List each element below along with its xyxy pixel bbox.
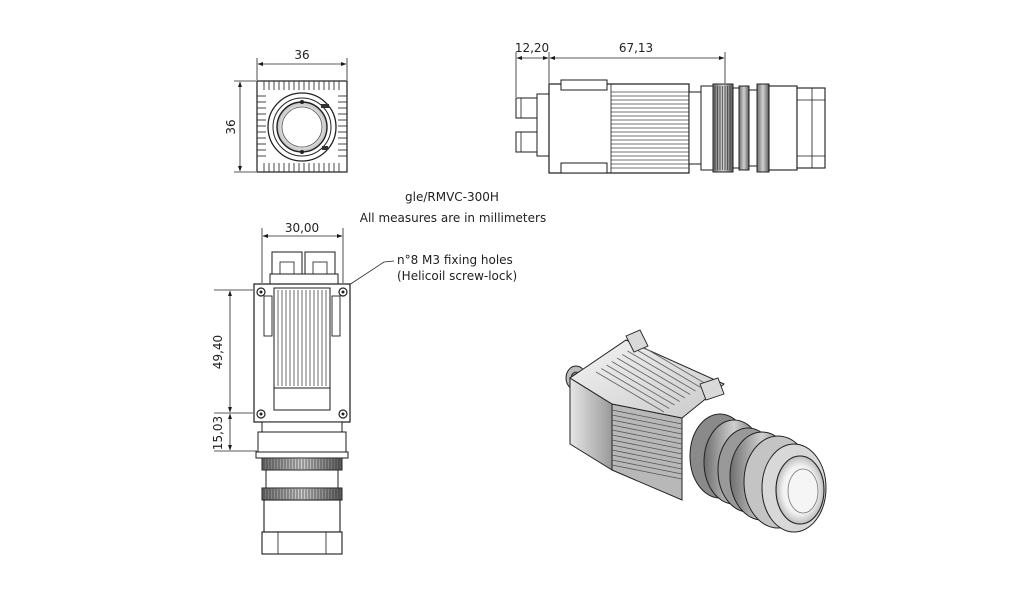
fixing-leader-line bbox=[342, 260, 395, 290]
hatch-line bbox=[611, 439, 683, 455]
bottom-lens-label: 15,03 bbox=[211, 416, 225, 450]
hatch-line bbox=[611, 409, 683, 425]
hatch-line bbox=[622, 354, 691, 395]
hatch-line bbox=[616, 357, 686, 399]
side-view: 12,20 67,13 bbox=[515, 41, 826, 174]
front-view: 36 36 bbox=[224, 48, 348, 173]
hatch-line bbox=[637, 343, 707, 385]
hatch-line bbox=[632, 347, 701, 388]
hatch-line bbox=[611, 414, 683, 430]
fixing-note-line1: n°8 M3 fixing holes bbox=[397, 253, 513, 267]
units-note: All measures are in millimeters bbox=[360, 211, 546, 225]
bottom-view: 30,00 49,40 15,03 bbox=[211, 221, 351, 555]
hatch-line bbox=[611, 434, 683, 450]
fixing-note-line2: (Helicoil screw-lock) bbox=[397, 269, 517, 283]
front-screw-bottom bbox=[300, 150, 304, 154]
hatch-line bbox=[611, 429, 683, 445]
hatch-line bbox=[601, 368, 670, 409]
front-width-label: 36 bbox=[294, 48, 309, 62]
hatch-line bbox=[611, 361, 680, 402]
hatch-line bbox=[611, 464, 683, 480]
hatch-line bbox=[611, 459, 683, 475]
bottom-width-label: 30,00 bbox=[285, 221, 319, 235]
hatch-line bbox=[611, 424, 683, 440]
bottom-body-label: 49,40 bbox=[211, 335, 225, 369]
model-label: gle/RMVC-300H bbox=[405, 190, 499, 204]
hatch-line bbox=[611, 444, 683, 460]
hatch-line bbox=[595, 371, 665, 413]
hatch-line bbox=[627, 350, 696, 392]
isometric-view bbox=[565, 329, 827, 533]
front-screw-top bbox=[300, 100, 304, 104]
hatch-line bbox=[611, 419, 683, 435]
side-length-label: 67,13 bbox=[619, 41, 653, 55]
hatch-line bbox=[611, 449, 683, 465]
hatch-line bbox=[611, 454, 683, 470]
side-connector-label: 12,20 bbox=[515, 41, 549, 55]
hatch-line bbox=[606, 364, 675, 406]
front-height-label: 36 bbox=[224, 119, 238, 134]
